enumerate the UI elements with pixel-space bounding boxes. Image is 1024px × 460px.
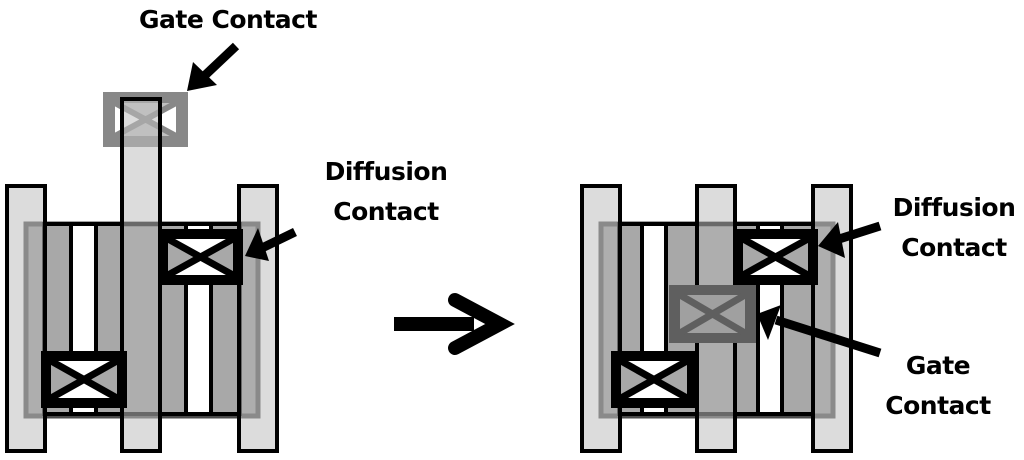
diffusion-contact-lower	[611, 351, 697, 408]
diffusion-contact-upper	[733, 229, 818, 285]
gate-right	[237, 184, 279, 453]
label-line: Gate	[905, 351, 971, 380]
label-line: Diffusion	[324, 157, 448, 186]
label-diffusion-contact-after: Diffusion Contact	[874, 188, 1024, 268]
diffusion-contact-lower	[41, 351, 127, 408]
gate-left	[5, 184, 47, 453]
gate-contact	[669, 285, 756, 343]
arrow-diffusion-contact-pointer	[818, 221, 882, 258]
label-line: Contact	[885, 391, 991, 420]
label-gate-contact-before: Gate Contact	[139, 5, 317, 34]
arrow-gate-contact-pointer	[187, 42, 240, 91]
layout-after	[580, 184, 882, 453]
label-line: Contact	[333, 197, 439, 226]
layout-before	[5, 42, 297, 453]
gate-left	[580, 184, 622, 453]
transition-arrow-icon	[394, 293, 515, 355]
label-line: Diffusion	[892, 193, 1016, 222]
label-gate-contact-after: Gate Contact	[868, 346, 1008, 426]
gate-right	[811, 184, 853, 453]
gate-middle	[120, 97, 162, 453]
arrow-gate-contact-pointer	[757, 305, 882, 358]
label-line: Contact	[901, 233, 1007, 262]
arrow-diffusion-contact-pointer	[245, 227, 297, 261]
diffusion-contact-upper	[158, 229, 243, 285]
label-diffusion-contact-before: Diffusion Contact	[306, 152, 466, 232]
